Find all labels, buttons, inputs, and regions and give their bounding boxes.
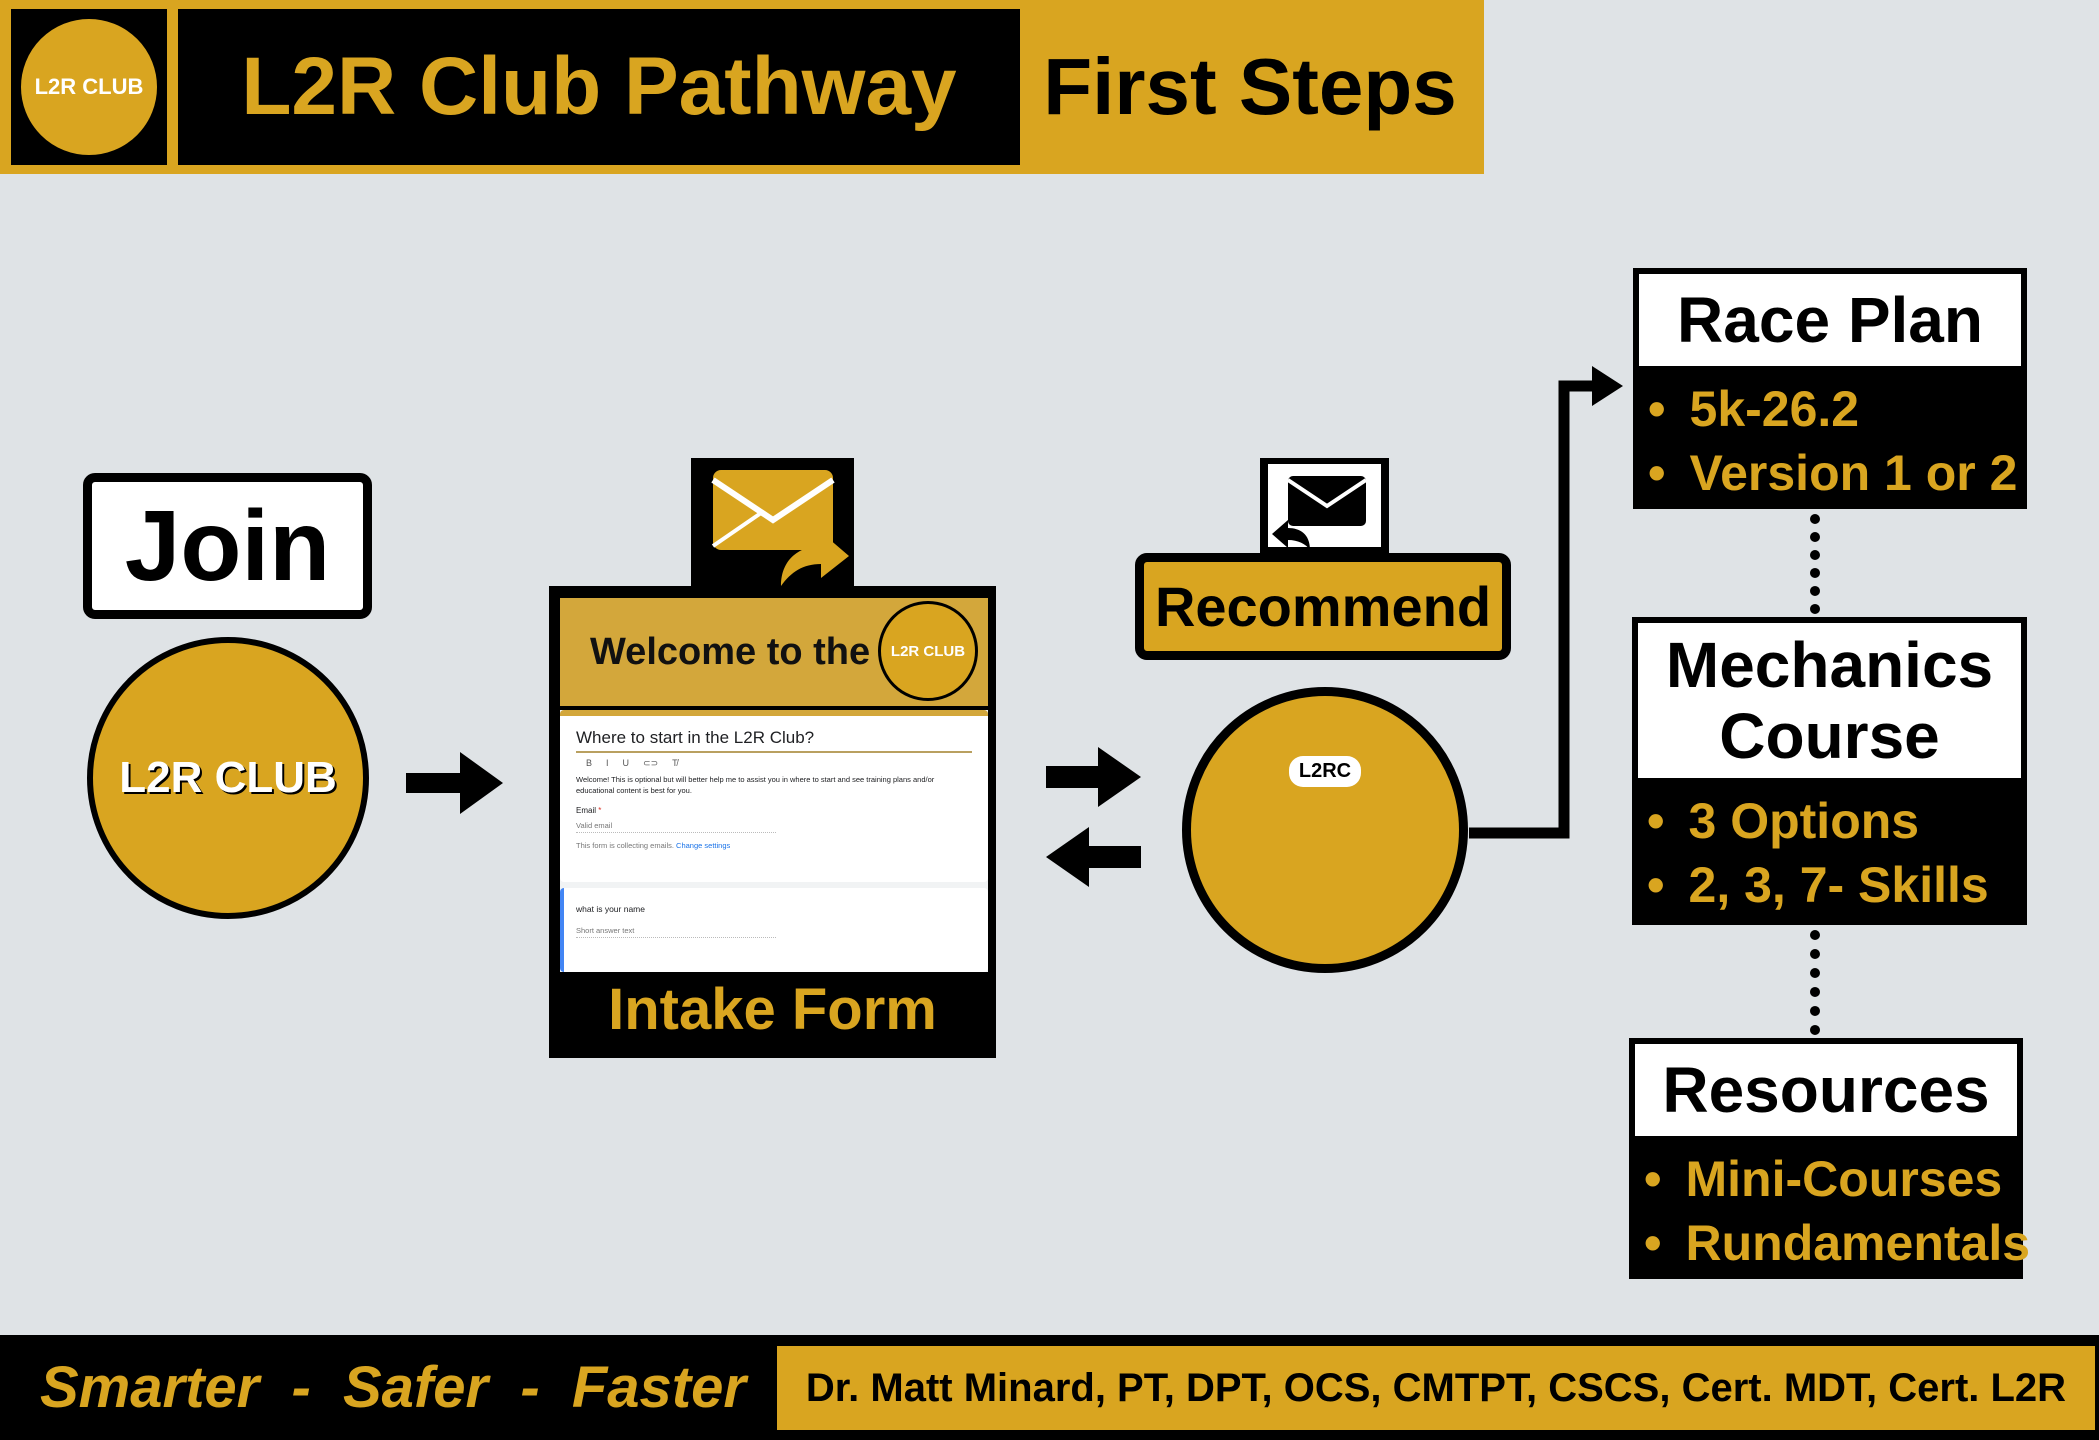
- link-icon[interactable]: ⊂⊃: [643, 758, 659, 768]
- logo-text: L2R CLUB: [890, 642, 966, 660]
- credentials: Dr. Matt Minard, PT, DPT, OCS, CMTPT, CS…: [777, 1346, 2095, 1430]
- email-field-label: Email *: [576, 806, 972, 815]
- list-item: 5k-26.2: [1648, 377, 2024, 441]
- resources-panel: Resources Mini-Courses Rundamentals: [1629, 1038, 2031, 1279]
- recommend-label: Recommend: [1135, 553, 1511, 660]
- collecting-note: This form is collecting emails. Change s…: [576, 841, 972, 850]
- slogan: Smarter - Safer - Faster: [40, 1355, 746, 1420]
- panel-list: 5k-26.2 Version 1 or 2: [1636, 369, 2024, 505]
- form-preview: Where to start in the L2R Club? B I U ⊂⊃…: [560, 710, 988, 972]
- reply-mail-box: [1260, 458, 1389, 553]
- note-text: This form is collecting emails.: [576, 841, 674, 850]
- club-logo-icon: L2R CLUB: [878, 601, 978, 701]
- header-logo: L2R CLUB: [11, 9, 167, 165]
- list-item: Rundamentals: [1644, 1211, 2031, 1275]
- coach-avatar-icon: L2RC: [1182, 687, 1468, 973]
- form-banner: Welcome to the L2R CLUB: [560, 598, 988, 706]
- email-label: Email: [576, 806, 597, 815]
- dotted-connector: [1810, 930, 1820, 1035]
- form-title[interactable]: Where to start in the L2R Club?: [576, 728, 972, 753]
- panel-title: Mechanics Course: [1638, 623, 2021, 778]
- clear-format-icon[interactable]: T̸: [672, 758, 678, 768]
- bold-icon[interactable]: B: [586, 758, 593, 768]
- envelope-reply-icon: [1268, 464, 1381, 550]
- send-mail-box: [691, 458, 854, 589]
- panel-list: 3 Options 2, 3, 7- Skills: [1635, 781, 2024, 917]
- change-settings-link[interactable]: Change settings: [676, 841, 731, 850]
- dotted-connector: [1810, 514, 1820, 614]
- italic-icon[interactable]: I: [606, 758, 609, 768]
- intake-form-label: Intake Form: [608, 977, 937, 1042]
- list-item: 2, 3, 7- Skills: [1647, 853, 2024, 917]
- connector-line: [1469, 380, 1595, 839]
- cap-text: L2RC: [1288, 756, 1362, 787]
- form-description: Welcome! This is optional but will bette…: [576, 775, 935, 795]
- page-title: L2R Club Pathway: [178, 9, 1020, 165]
- question-title[interactable]: what is your name: [576, 904, 645, 914]
- club-logo-icon: L2R CLUB: [87, 637, 369, 919]
- list-item: 3 Options: [1647, 789, 2024, 853]
- mechanics-course-panel: Mechanics Course 3 Options 2, 3, 7- Skil…: [1632, 617, 2027, 925]
- join-label: Join: [83, 473, 372, 619]
- arrow-right-icon: [1592, 366, 1623, 406]
- email-field[interactable]: Valid email: [576, 821, 776, 833]
- arrow-right-icon: [406, 752, 503, 814]
- race-plan-panel: Race Plan 5k-26.2 Version 1 or 2: [1633, 268, 2027, 509]
- envelope-send-icon: [711, 470, 849, 586]
- arrow-right-icon: [1046, 747, 1141, 807]
- logo-text: L2R CLUB: [119, 753, 337, 802]
- arrow-left-icon: [1046, 827, 1141, 887]
- required-mark: *: [598, 806, 602, 815]
- intake-form-card: Welcome to the L2R CLUB Where to start i…: [549, 586, 996, 1058]
- panel-list: Mini-Courses Rundamentals: [1632, 1139, 2031, 1275]
- panel-title: Resources: [1635, 1044, 2017, 1136]
- list-item: Version 1 or 2: [1648, 441, 2024, 505]
- panel-title: Race Plan: [1639, 274, 2021, 366]
- format-toolbar: B I U ⊂⊃ T̸: [576, 753, 972, 774]
- underline-icon[interactable]: U: [622, 758, 630, 768]
- logo-text: L2R CLUB: [34, 74, 144, 99]
- banner-text: Welcome to the: [590, 630, 871, 673]
- list-item: Mini-Courses: [1644, 1147, 2020, 1211]
- club-logo-icon: L2R CLUB: [17, 15, 161, 159]
- page-subtitle: First Steps: [1043, 42, 1457, 131]
- short-answer-field[interactable]: Short answer text: [576, 926, 776, 938]
